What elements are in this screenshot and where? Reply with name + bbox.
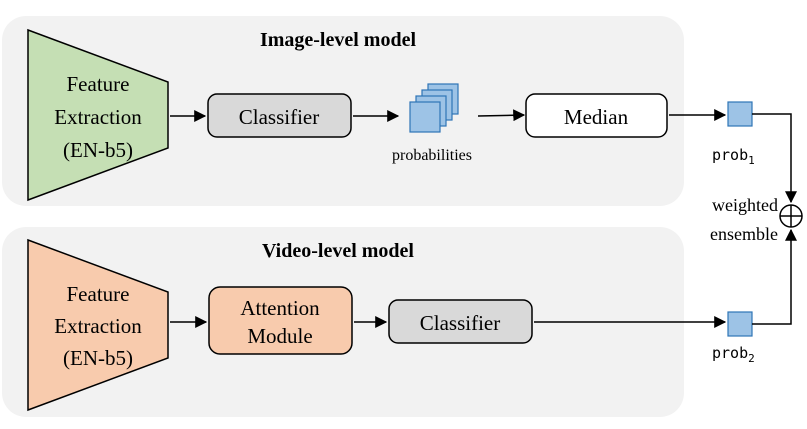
- weighted-ensemble-plus-icon: [779, 204, 803, 228]
- prob1-label: prob1: [712, 146, 755, 167]
- image-feature-label-line2: Extraction: [54, 105, 142, 129]
- image-classifier-box: [207, 93, 352, 138]
- video-feature-extractor-trapezoid: [27, 238, 169, 412]
- probabilities-stack-icon: [409, 83, 459, 133]
- median-label: Median: [564, 105, 629, 129]
- video-classifier-box: [388, 299, 533, 344]
- video-feature-label-line3: (EN-b5): [63, 346, 133, 370]
- video-level-title: Video-level model: [262, 240, 414, 262]
- image-level-title: Image-level model: [260, 29, 417, 51]
- prob2-label: prob2: [712, 344, 755, 365]
- image-feature-label-line3: (EN-b5): [63, 138, 133, 162]
- image-feature-label-line1: Feature: [67, 72, 130, 96]
- ensemble-label-line2: ensemble: [710, 224, 778, 244]
- video-feature-label-line1: Feature: [67, 282, 130, 306]
- arrow-prob1-to-ensemble: [752, 113, 797, 204]
- arrow-probabilities-to-median: [477, 109, 526, 122]
- image-level-panel: Image-level model Feature Extraction (EN…: [2, 16, 727, 206]
- attention-module-box: [208, 286, 353, 355]
- attention-label-line1: Attention: [240, 296, 320, 320]
- prob1-square: [727, 101, 753, 127]
- arrow-prob2-to-ensemble: [752, 228, 797, 325]
- video-level-panel: Video-level model Feature Extraction (EN…: [2, 227, 727, 417]
- video-feature-label-line2: Extraction: [54, 314, 142, 338]
- image-classifier-label: Classifier: [239, 105, 319, 129]
- video-classifier-label: Classifier: [420, 311, 500, 335]
- attention-label-line2: Module: [247, 324, 312, 348]
- median-box: [525, 93, 668, 138]
- ensemble-label-line1: weighted: [712, 195, 778, 215]
- probabilities-label: probabilities: [392, 147, 472, 164]
- image-feature-extractor-trapezoid: [27, 28, 169, 202]
- prob2-square: [727, 311, 753, 337]
